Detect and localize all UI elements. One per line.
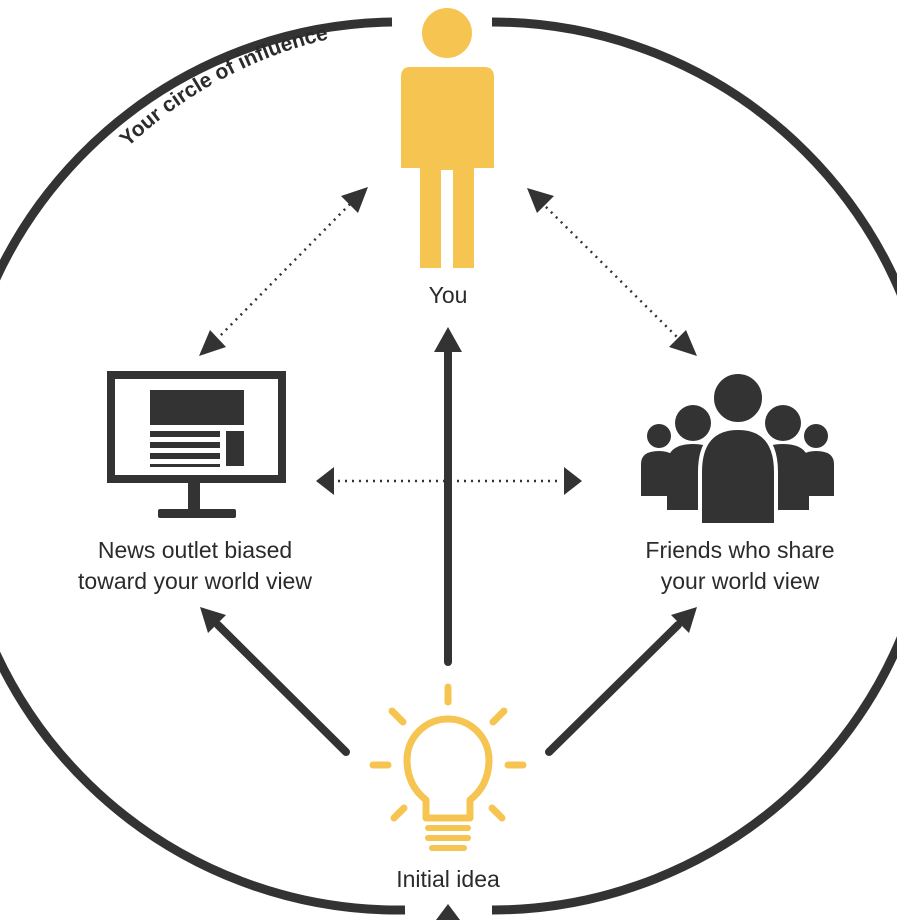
arrow-idea-to-you <box>434 327 462 666</box>
initial-idea-label-text: Initial idea <box>396 866 500 892</box>
group-icon <box>641 370 834 527</box>
dotted-arrow-you-news <box>199 187 368 356</box>
circle-outline-left <box>0 17 406 915</box>
initial-idea-label: Initial idea <box>348 864 548 895</box>
arrow-idea-to-friends <box>545 607 697 756</box>
circle-outline-right <box>491 17 897 915</box>
circle-bottom-arrow <box>436 904 460 920</box>
circle-title: Your circle of influence <box>116 22 330 151</box>
you-label-text: You <box>428 282 468 308</box>
friends-label: Friends who share your world view <box>575 535 897 597</box>
friends-label-line-1: Friends who share <box>645 537 835 563</box>
news-outlet-label: News outlet biased toward your world vie… <box>30 535 360 597</box>
news-outlet-label-line-1: News outlet biased <box>97 537 293 563</box>
friends-label-line-2: your world view <box>660 568 820 594</box>
lightbulb-icon <box>369 683 527 851</box>
news-outlet-label-line-2: toward your world view <box>78 568 312 594</box>
dotted-arrow-you-friends <box>527 188 697 356</box>
person-icon <box>401 8 494 268</box>
arrow-idea-to-news <box>200 607 350 756</box>
monitor-icon <box>107 371 286 518</box>
you-label: You <box>398 280 498 311</box>
